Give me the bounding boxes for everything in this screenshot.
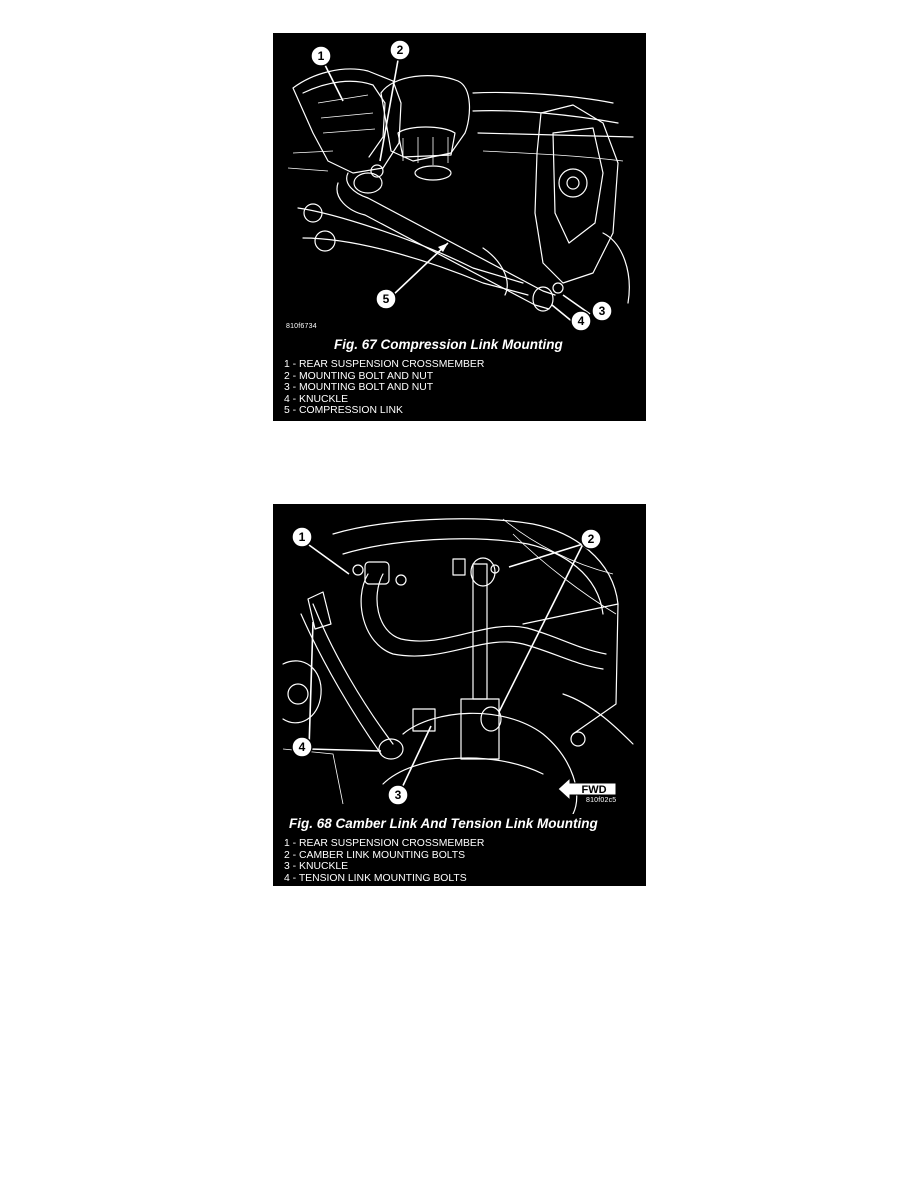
legend-item: 3 - MOUNTING BOLT AND NUT (284, 382, 434, 394)
svg-text:4: 4 (299, 740, 306, 754)
figure-caption: Fig. 67 Compression Link Mounting (334, 337, 563, 352)
callout-4: 4 (291, 736, 313, 758)
legend-item: 4 - TENSION LINK MOUNTING BOLTS (284, 872, 467, 884)
svg-text:3: 3 (395, 788, 402, 802)
callout-2: 2 (580, 528, 602, 550)
legend-item: 3 - KNUCKLE (284, 861, 349, 873)
svg-text:1: 1 (318, 49, 325, 63)
legend-item: 1 - REAR SUSPENSION CROSSMEMBER (284, 838, 485, 849)
callout-2: 2 (389, 39, 411, 61)
svg-text:1: 1 (299, 530, 306, 544)
camber-tension-link-illustration: 1 2 3 4 (282, 518, 634, 814)
legend-item: 1 - REAR SUSPENSION CROSSMEMBER (284, 359, 485, 370)
callout-3: 3 (387, 784, 409, 806)
drawing-code: 810f6734 (286, 323, 317, 330)
direction-label: FWD (581, 784, 606, 796)
svg-text:4: 4 (578, 314, 585, 328)
legend-item: 4 - KNUCKLE (284, 393, 349, 405)
compression-link-illustration: 1 2 3 4 5 (287, 39, 634, 332)
svg-text:5: 5 (383, 292, 390, 306)
svg-text:2: 2 (397, 43, 404, 57)
legend-item: 2 - CAMBER LINK MOUNTING BOLTS (284, 849, 466, 861)
forward-arrow-icon: FWD (557, 776, 617, 802)
drawing-code: 810f02c5 (586, 797, 617, 804)
svg-text:3: 3 (599, 304, 606, 318)
legend-item: 2 - MOUNTING BOLT AND NUT (284, 370, 434, 382)
legend-item: 5 - COMPRESSION LINK (284, 405, 403, 417)
callout-3: 3 (591, 300, 613, 322)
figure-legend: 1 - REAR SUSPENSION CROSSMEMBER 2 - MOUN… (284, 359, 484, 417)
callout-1: 1 (291, 526, 313, 548)
figure-legend: 1 - REAR SUSPENSION CROSSMEMBER 2 - CAMB… (284, 838, 484, 884)
figure-caption: Fig. 68 Camber Link And Tension Link Mou… (289, 816, 598, 831)
callout-5: 5 (375, 288, 397, 310)
callout-1: 1 (310, 45, 332, 67)
figure-68: 1 2 3 4 FWD 810f02c5 Fig. 68 Camber Link… (273, 504, 646, 886)
figure-67: 1 2 3 4 5 810f6734 Fig. 67 Compression L… (273, 33, 646, 421)
callout-4: 4 (570, 310, 592, 332)
svg-text:2: 2 (588, 532, 595, 546)
